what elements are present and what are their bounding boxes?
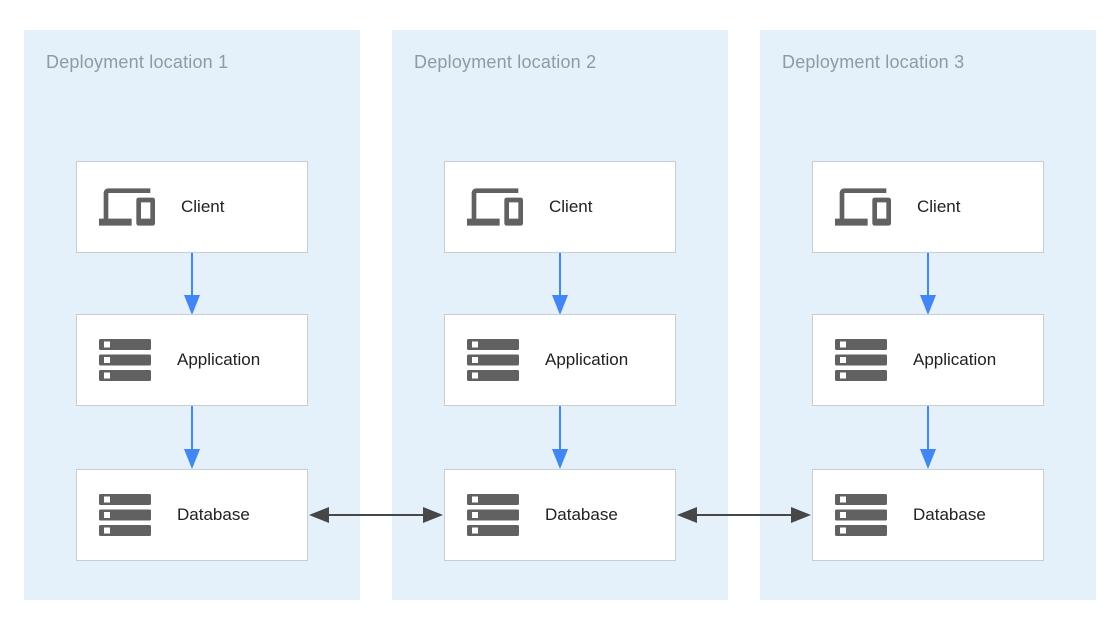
arrow-head-down-icon	[184, 295, 200, 315]
zone-deployment-location-2: Deployment location 2 Client Application…	[392, 30, 728, 600]
node-application: Application	[812, 314, 1044, 406]
node-client: Client	[812, 161, 1044, 253]
replication-arrow-db2-db3	[677, 507, 811, 523]
server-stack-icon	[99, 339, 151, 381]
replication-arrow-db1-db2	[309, 507, 443, 523]
arrow-shaft	[191, 406, 193, 450]
node-database: Database	[812, 469, 1044, 561]
node-label: Client	[917, 197, 961, 216]
arrow-head-down-icon	[552, 449, 568, 469]
node-label: Application	[177, 350, 261, 369]
node-label: Database	[545, 505, 618, 524]
node-label: Application	[545, 350, 629, 369]
server-stack-icon	[99, 494, 151, 536]
arrow-head-down-icon	[184, 449, 200, 469]
node-label: Database	[913, 505, 986, 524]
node-label: Client	[181, 197, 225, 216]
devices-icon	[467, 179, 523, 235]
node-database: Database	[76, 469, 308, 561]
arrow-shaft	[191, 253, 193, 296]
arrow-head-left-icon	[309, 507, 329, 523]
arrow-head-down-icon	[920, 295, 936, 315]
node-client: Client	[76, 161, 308, 253]
arrow-head-right-icon	[423, 507, 443, 523]
node-application: Application	[444, 314, 676, 406]
arrow-shaft	[559, 406, 561, 450]
node-client: Client	[444, 161, 676, 253]
arrow-shaft	[559, 253, 561, 296]
node-label: Database	[177, 505, 250, 524]
zone-title: Deployment location 1	[46, 52, 229, 72]
arrow-head-down-icon	[920, 449, 936, 469]
devices-icon	[99, 179, 155, 235]
arrow-shaft	[927, 253, 929, 296]
zone-title: Deployment location 3	[782, 52, 965, 72]
server-stack-icon	[467, 494, 519, 536]
arrow-head-right-icon	[791, 507, 811, 523]
node-label: Application	[913, 350, 997, 369]
arrow-shaft	[927, 406, 929, 450]
server-stack-icon	[467, 339, 519, 381]
node-database: Database	[444, 469, 676, 561]
server-stack-icon	[835, 339, 887, 381]
server-stack-icon	[835, 494, 887, 536]
arrow-shaft	[695, 514, 793, 516]
zone-deployment-location-3: Deployment location 3 Client Application…	[760, 30, 1096, 600]
zone-title: Deployment location 2	[414, 52, 597, 72]
node-label: Client	[549, 197, 593, 216]
devices-icon	[835, 179, 891, 235]
arrow-head-down-icon	[552, 295, 568, 315]
arrow-shaft	[327, 514, 425, 516]
zone-deployment-location-1: Deployment location 1 Client Application…	[24, 30, 360, 600]
node-application: Application	[76, 314, 308, 406]
arrow-head-left-icon	[677, 507, 697, 523]
